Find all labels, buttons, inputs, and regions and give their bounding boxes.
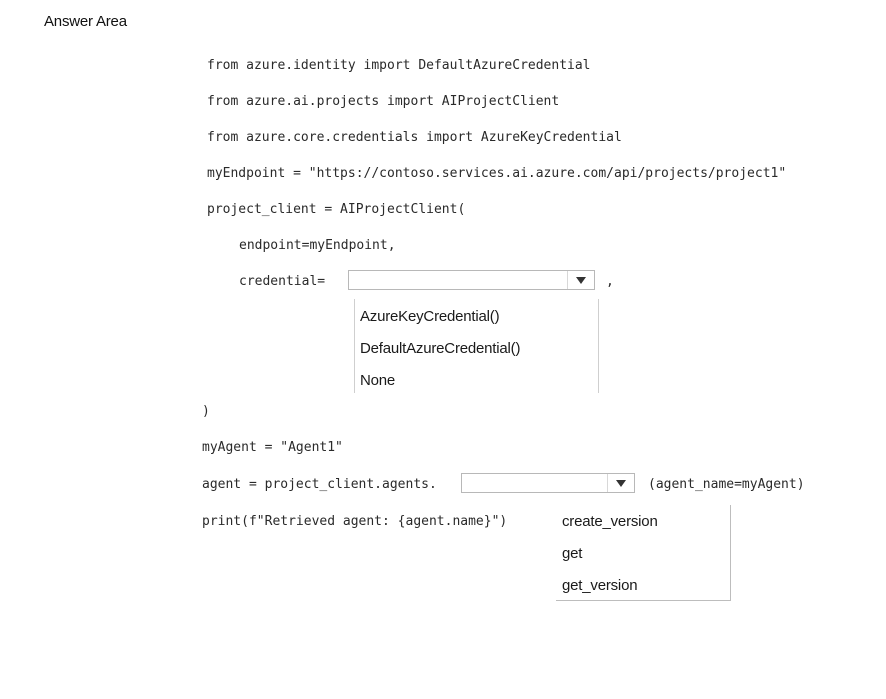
agent-method-options-list: create_version get get_version [556, 505, 731, 601]
code-line-project-client: project_client = AIProjectClient( [207, 202, 466, 217]
code-line-endpoint: myEndpoint = "https://contoso.services.a… [207, 166, 787, 181]
agent-method-option-get-version[interactable]: get_version [562, 577, 638, 594]
chevron-down-icon[interactable] [607, 474, 634, 492]
code-line-import-identity: from azure.identity import DefaultAzureC… [207, 58, 591, 73]
code-line-close-paren: ) [202, 404, 210, 419]
code-line-agent-name: myAgent = "Agent1" [202, 440, 343, 455]
code-line-import-projects: from azure.ai.projects import AIProjectC… [207, 94, 560, 109]
credential-dropdown[interactable] [348, 270, 595, 290]
chevron-down-icon[interactable] [567, 271, 594, 289]
code-line-endpoint-arg: endpoint=myEndpoint, [239, 238, 396, 253]
credential-options-list: AzureKeyCredential() DefaultAzureCredent… [354, 299, 599, 393]
code-line-credential-arg: credential= [239, 274, 326, 289]
agent-method-option-get[interactable]: get [562, 545, 583, 562]
credential-option-none[interactable]: None [360, 372, 396, 389]
credential-option-azure-key[interactable]: AzureKeyCredential() [360, 308, 500, 325]
code-line-agent-call: agent = project_client.agents. [202, 477, 437, 492]
agent-method-dropdown[interactable] [461, 473, 635, 493]
credential-option-default-azure[interactable]: DefaultAzureCredential() [360, 340, 521, 357]
code-line-credential-comma: , [606, 274, 614, 289]
answer-area-title: Answer Area [44, 13, 127, 30]
code-line-print: print(f"Retrieved agent: {agent.name}") [202, 514, 508, 529]
code-line-import-credentials: from azure.core.credentials import Azure… [207, 130, 622, 145]
code-line-agent-call-args: (agent_name=myAgent) [648, 477, 805, 492]
agent-method-option-create-version[interactable]: create_version [562, 513, 658, 530]
